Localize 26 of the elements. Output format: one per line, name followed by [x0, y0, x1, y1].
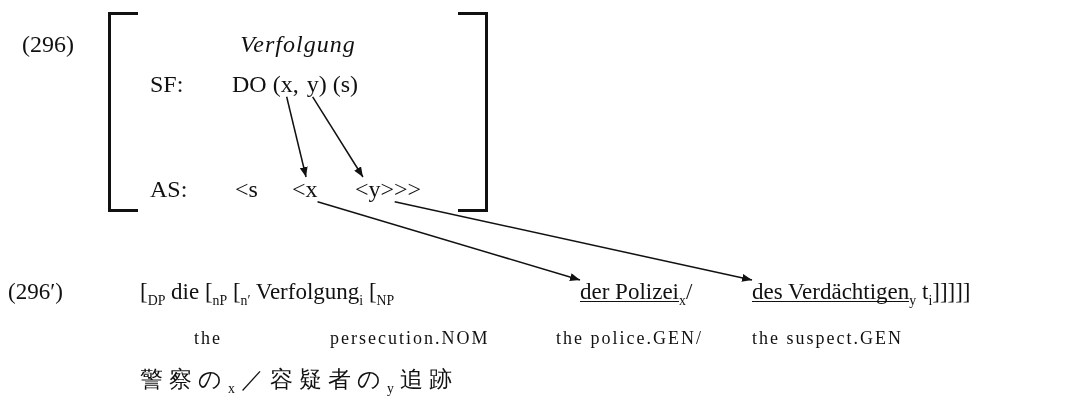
arrow [311, 96, 364, 178]
argument-slot: <x [292, 175, 318, 204]
arrow [393, 201, 753, 282]
argument-slot: <y>>> [355, 175, 422, 204]
translation-text: 警察の$_{x}$／容疑者の$_{y}$追跡 [140, 366, 458, 398]
formula-text: , [292, 70, 299, 99]
formula-text: DO ( [232, 70, 281, 99]
variable: y [306, 70, 319, 99]
heading: Verfolgung [239, 30, 357, 59]
formula-text: ) (s) [318, 70, 358, 99]
bracketed-structure: [$_{DP}$ die [$_{nP}$ [$_{n′}$ Verfolgung$_{i}$ [$_{NP}$ [140, 278, 395, 310]
variable: x [280, 70, 293, 99]
argument-slot: <s [235, 175, 258, 204]
row-label: SF: [150, 70, 184, 99]
gloss-text: persecution.NOM [330, 328, 490, 350]
gloss-text: the police.GEN/ [556, 328, 703, 350]
example-number: (296′) [8, 278, 63, 306]
underlined-phrase: des Verdächtigen$_{y}$ t$_{i}$]]]]] [752, 278, 971, 310]
example-number: (296) [22, 30, 74, 59]
underlined-phrase: der Polizei$_{x}$/ [580, 278, 693, 310]
gloss-text: the suspect.GEN [752, 328, 903, 350]
row-label: AS: [150, 175, 188, 204]
arrow [285, 96, 308, 178]
gloss-text: the [194, 328, 222, 350]
arrow [316, 201, 581, 281]
bracketed-box [108, 12, 488, 212]
